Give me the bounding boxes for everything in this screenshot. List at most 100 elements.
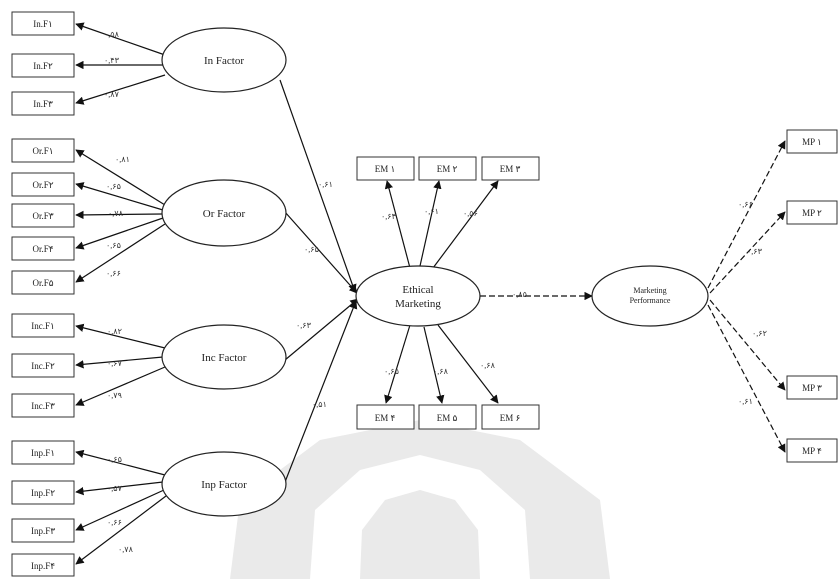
coefficient-label: ۰,۷۹ — [107, 391, 122, 400]
ethical-marketing-node: Ethical Marketing — [355, 265, 481, 327]
coefficient-label: ۰,۶۵ — [304, 245, 319, 254]
inc-indicators: Inc.F۱ Inc.F۲ Inc.F۳ — [11, 313, 75, 418]
svg-text:Or.F۴: Or.F۴ — [32, 244, 53, 254]
indicator-box: MP ۲ — [786, 200, 838, 225]
svg-text:Inc.F۲: Inc.F۲ — [31, 361, 55, 371]
coefficients-em: ۰,۶۴ ۰,۶۱ ۰,۵۶ ۰,۶۵ ۰,۶۸ ۰,۶۸ — [381, 207, 496, 376]
indicator-box: MP ۳ — [786, 375, 838, 400]
svg-text:In.F۲: In.F۲ — [33, 61, 53, 71]
svg-text:Or.F۳: Or.F۳ — [32, 211, 53, 221]
svg-text:EM ۱: EM ۱ — [375, 164, 396, 174]
svg-text:Ethical: Ethical — [402, 284, 433, 296]
indicator-box: Inc.F۳ — [11, 393, 75, 418]
svg-text:Inp.F۴: Inp.F۴ — [31, 561, 55, 571]
svg-text:MP ۳: MP ۳ — [802, 383, 822, 393]
svg-text:Inc Factor: Inc Factor — [202, 352, 247, 364]
svg-text:Marketing: Marketing — [633, 286, 666, 295]
indicator-box: EM ۲ — [418, 156, 477, 181]
coefficient-label: ۰,۶۵ — [106, 182, 121, 191]
indicator-box: Or.F۱ — [11, 138, 75, 163]
coefficient-label: ۰,۵۷ — [107, 484, 123, 493]
em-indicators: EM ۱ EM ۲ EM ۳ EM ۴ EM ۵ EM ۶ — [356, 156, 540, 430]
indicator-box: In.F۱ — [11, 11, 75, 36]
svg-text:Inc.F۳: Inc.F۳ — [31, 401, 55, 411]
indicator-box: EM ۱ — [356, 156, 415, 181]
coefficient-label: ۰,۵۱ — [312, 400, 327, 409]
coefficient-label: ۰,۶۲ — [752, 329, 767, 338]
coefficient-label: ۰,۷۸ — [108, 209, 124, 218]
svg-text:EM ۳: EM ۳ — [500, 164, 521, 174]
svg-text:Marketing: Marketing — [395, 298, 441, 310]
coefficient-label: ۰,۸۷ — [104, 90, 120, 99]
coefficients-paths: ۰,۶۱ ۰,۶۵ ۰,۶۳ ۰,۵۱ ۰,۸۵ — [296, 180, 527, 409]
indicator-box: MP ۴ — [786, 438, 838, 463]
indicator-box: Inp.F۲ — [11, 480, 75, 505]
coefficient-label: ۰,۶۱ — [318, 180, 333, 189]
indicator-box: Inp.F۴ — [11, 553, 75, 577]
coefficient-label: ۰,۵۸ — [104, 30, 120, 39]
indicator-box: EM ۴ — [356, 404, 415, 430]
coefficients-mp: ۰,۶۶ ۰,۶۳ ۰,۶۲ ۰,۶۱ — [738, 200, 767, 406]
coefficient-label: ۰,۸۲ — [107, 327, 122, 336]
watermark-ornament — [230, 420, 610, 579]
indicator-box: In.F۲ — [11, 53, 75, 78]
edges — [75, 22, 786, 565]
svg-text:Inp.F۳: Inp.F۳ — [31, 526, 55, 536]
factor-or: Or Factor — [161, 179, 287, 247]
svg-text:MP ۱: MP ۱ — [802, 137, 822, 147]
svg-text:Or.F۱: Or.F۱ — [32, 146, 53, 156]
indicator-box: Or.F۲ — [11, 172, 75, 197]
inp-indicators: Inp.F۱ Inp.F۲ Inp.F۳ Inp.F۴ — [11, 440, 75, 577]
indicator-box: Inp.F۱ — [11, 440, 75, 465]
indicator-box: MP ۱ — [786, 129, 838, 154]
coefficient-label: ۰,۶۵ — [107, 455, 122, 464]
coefficient-label: ۰,۶۸ — [433, 367, 449, 376]
svg-text:Inp.F۲: Inp.F۲ — [31, 488, 55, 498]
marketing-performance-node: Marketing Performance — [591, 265, 709, 327]
coefficient-label: ۰,۶۸ — [480, 361, 496, 370]
factor-inc: Inc Factor — [161, 324, 287, 390]
svg-text:EM ۶: EM ۶ — [500, 413, 521, 423]
svg-text:In.F۳: In.F۳ — [33, 99, 53, 109]
indicator-box: EM ۳ — [481, 156, 540, 181]
factor-inp: Inp Factor — [161, 451, 287, 517]
svg-text:Or Factor: Or Factor — [203, 208, 246, 220]
indicator-box: Or.F۵ — [11, 270, 75, 295]
indicator-box: Or.F۴ — [11, 236, 75, 261]
coefficient-label: ۰,۵۶ — [463, 209, 478, 218]
indicator-box: Inc.F۱ — [11, 313, 75, 338]
indicator-box: Inp.F۳ — [11, 518, 75, 543]
svg-text:MP ۲: MP ۲ — [802, 208, 822, 218]
svg-text:Inp.F۱: Inp.F۱ — [31, 448, 55, 458]
coefficient-label: ۰,۶۶ — [107, 518, 122, 527]
svg-text:MP ۴: MP ۴ — [802, 446, 822, 456]
coefficient-label: ۰,۸۱ — [115, 155, 130, 164]
or-indicators: Or.F۱ Or.F۲ Or.F۳ Or.F۴ Or.F۵ — [11, 138, 75, 295]
svg-text:Or.F۵: Or.F۵ — [32, 278, 53, 288]
coefficient-label: ۰,۷۸ — [118, 545, 134, 554]
coefficient-label: ۰,۶۱ — [424, 207, 439, 216]
indicator-box: In.F۳ — [11, 91, 75, 116]
indicator-box: Or.F۳ — [11, 203, 75, 228]
coefficients-inp: ۰,۶۵ ۰,۵۷ ۰,۶۶ ۰,۷۸ — [107, 455, 134, 554]
coefficient-label: ۰,۶۴ — [381, 212, 396, 221]
coefficient-label: ۰,۶۳ — [296, 321, 312, 330]
svg-text:Or.F۲: Or.F۲ — [32, 180, 53, 190]
indicator-box: Inc.F۲ — [11, 353, 75, 378]
svg-text:In Factor: In Factor — [204, 55, 244, 67]
svg-text:EM ۵: EM ۵ — [437, 413, 458, 423]
svg-text:In.F۱: In.F۱ — [33, 19, 53, 29]
coefficients-in: ۰,۵۸ ۰,۴۳ ۰,۸۷ — [104, 30, 120, 99]
mp-indicators: MP ۱ MP ۲ MP ۳ MP ۴ — [786, 129, 838, 463]
coefficient-label: ۰,۶۶ — [106, 269, 121, 278]
coefficients-inc: ۰,۸۲ ۰,۶۷ ۰,۷۹ — [107, 327, 123, 400]
svg-text:Inp Factor: Inp Factor — [201, 479, 247, 491]
coefficient-label: ۰,۶۱ — [738, 397, 753, 406]
coefficient-label: ۰,۶۷ — [107, 359, 123, 368]
coefficient-label: ۰,۸۵ — [512, 290, 527, 299]
indicator-box: EM ۶ — [481, 404, 540, 430]
in-indicators: In.F۱ In.F۲ In.F۳ — [11, 11, 75, 116]
indicator-box: EM ۵ — [418, 404, 477, 430]
coefficient-label: ۰,۶۵ — [106, 241, 121, 250]
